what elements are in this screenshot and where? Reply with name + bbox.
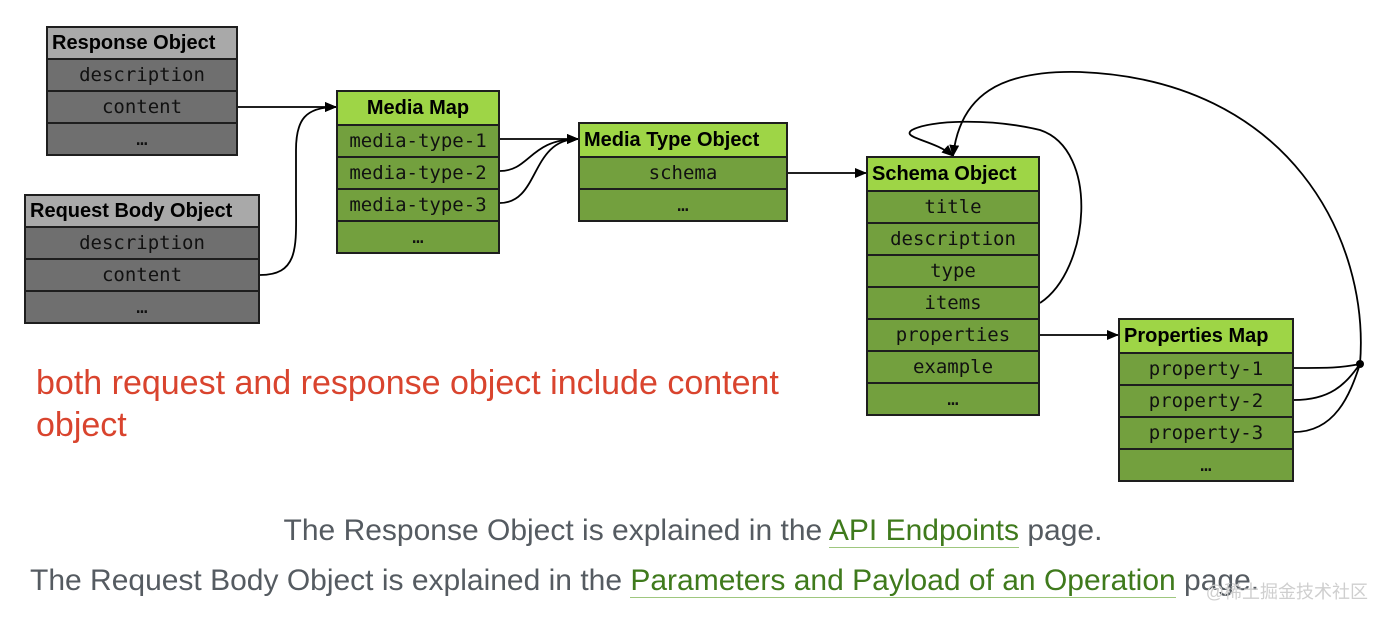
response-object-row-description: description [48,58,236,90]
caption-request-after: page. [1175,564,1260,597]
junction-dot [1356,360,1364,368]
response-object-row-content: content [48,90,236,122]
arrow-media-type-3 [499,134,579,204]
line-property-3 [1293,363,1361,433]
parameters-payload-link[interactable]: Parameters and Payload of an Operation [630,564,1176,598]
properties-map-row-2: property-2 [1120,384,1292,416]
media-map-box: Media Map media-type-1 media-type-2 medi… [336,90,500,254]
response-object-box: Response Object description content … [46,26,238,156]
arrow-properties-loop [949,71,1362,365]
schema-object-row-properties: properties [868,318,1038,350]
media-type-object-row-more: … [580,188,786,220]
request-body-object-box: Request Body Object description content … [24,194,260,324]
schema-object-row-type: type [868,254,1038,286]
line-property-1 [1293,363,1361,369]
media-map-row-more: … [338,220,498,252]
schema-object-row-items: items [868,286,1038,318]
media-map-row-2: media-type-2 [338,156,498,188]
request-body-object-title: Request Body Object [26,196,258,226]
caption-response-after: page. [1019,514,1103,547]
schema-object-row-title: title [868,190,1038,222]
watermark: @稀土掘金技术社区 [1205,582,1368,602]
properties-map-row-more: … [1120,448,1292,480]
properties-map-row-3: property-3 [1120,416,1292,448]
request-body-object-row-more: … [26,290,258,322]
arrow-items-loop [908,120,1083,304]
line-property-2 [1293,363,1361,401]
caption-response-before: The Response Object is explained in the [283,514,829,547]
arrow-media-type-2 [499,134,579,172]
arrow-request-to-media-map [259,102,337,276]
annotation-note: both request and response object include… [36,364,779,444]
response-object-title: Response Object [48,28,236,58]
response-object-row-more: … [48,122,236,154]
schema-object-box: Schema Object title description type ite… [866,156,1040,416]
schema-object-title: Schema Object [868,158,1038,190]
request-body-object-row-description: description [26,226,258,258]
media-map-row-1: media-type-1 [338,124,498,156]
schema-object-row-example: example [868,350,1038,382]
properties-map-row-1: property-1 [1120,352,1292,384]
properties-map-box: Properties Map property-1 property-2 pro… [1118,318,1294,482]
media-map-row-3: media-type-3 [338,188,498,220]
media-type-object-row-schema: schema [580,156,786,188]
media-type-object-box: Media Type Object schema … [578,122,788,222]
caption-request: The Request Body Object is explained in … [30,564,1370,598]
media-type-object-title: Media Type Object [580,124,786,156]
caption-request-before: The Request Body Object is explained in … [30,564,631,597]
caption-response: The Response Object is explained in the … [0,514,1386,548]
media-map-title: Media Map [338,92,498,124]
request-body-object-row-content: content [26,258,258,290]
schema-object-row-more: … [868,382,1038,414]
properties-map-title: Properties Map [1120,320,1292,352]
api-endpoints-link[interactable]: API Endpoints [828,514,1020,548]
schema-object-row-description: description [868,222,1038,254]
